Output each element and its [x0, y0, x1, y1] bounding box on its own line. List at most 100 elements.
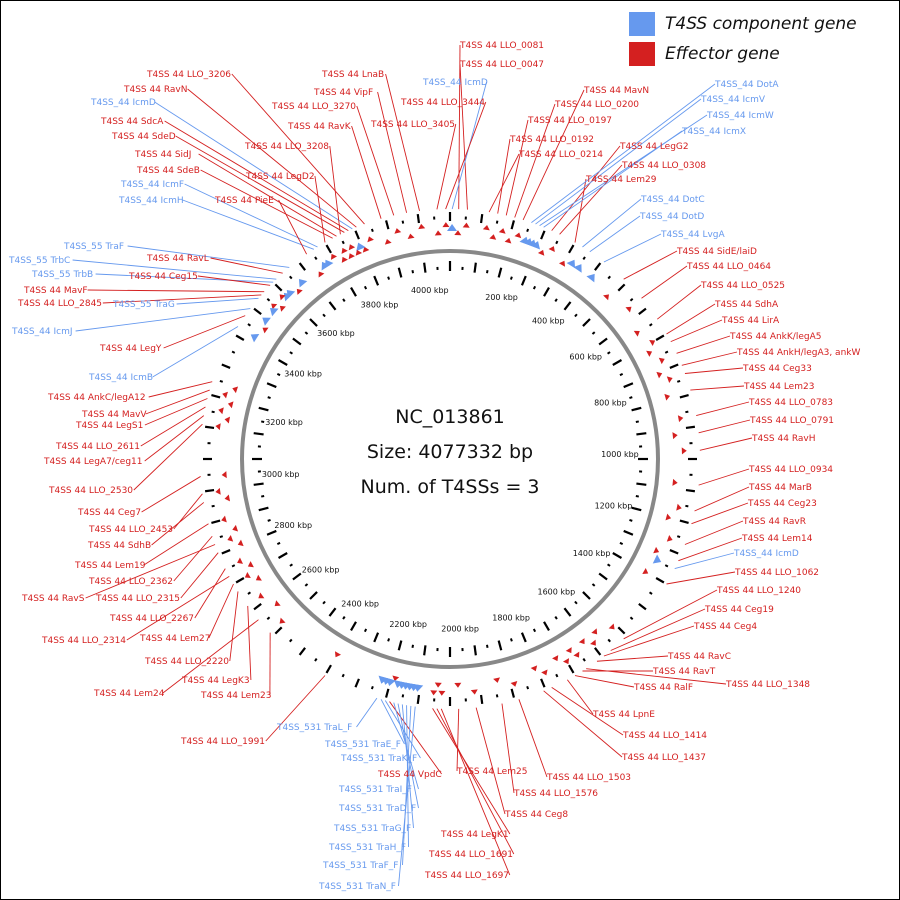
minor-tick-inner: [607, 563, 611, 567]
effector-gene-marker: [646, 350, 653, 357]
effector-gene-marker: [237, 539, 244, 547]
major-tick-outer: [325, 244, 332, 254]
effector-gene-marker: [434, 682, 442, 688]
gene-leader-line: [543, 690, 623, 758]
gene-leader-line: [488, 153, 520, 213]
effector-gene-marker: [666, 535, 673, 542]
t4ss-gene-marker: [283, 292, 293, 302]
gene-label: T4SS 44 LLO_1697: [424, 871, 509, 881]
gene-label: T4SS 44 LLO_0783: [748, 398, 833, 408]
genome-tick-label: 200 kbp: [485, 293, 518, 302]
effector-gene-marker: [279, 617, 286, 624]
minor-tick-outer: [289, 638, 293, 643]
major-tick-inner: [253, 432, 264, 436]
gene-label: T4SS_44 LvgA: [660, 230, 726, 240]
major-tick-inner: [636, 482, 647, 486]
gene-label: T4SS 44 Ceg33: [742, 364, 812, 374]
minor-tick-outer: [401, 694, 405, 698]
t4ss-count: Num. of T4SSs = 3: [361, 476, 540, 498]
major-tick-inner: [277, 359, 288, 366]
legend-item-effector: Effector gene: [629, 39, 857, 69]
gene-leader-line: [151, 502, 205, 546]
gene-label: T4SS 44 Lem23: [200, 691, 271, 701]
gene-label: T4SS 44 SidJ: [134, 150, 191, 160]
gene-leader-line: [681, 351, 738, 366]
minor-tick-outer: [582, 256, 586, 261]
major-tick-outer: [638, 603, 647, 611]
effector-gene-marker: [454, 682, 462, 688]
effector-gene-marker: [482, 225, 490, 231]
gene-leader-line: [85, 544, 216, 599]
gene-leader-line: [666, 303, 716, 335]
gene-leader-line: [95, 273, 274, 283]
genome-tick-label: 1600 kbp: [538, 588, 576, 597]
major-tick-outer: [298, 262, 306, 271]
genome-tick-label: 3200 kbp: [265, 418, 303, 427]
genome-tick-label: 800 kbp: [594, 399, 627, 408]
effector-gene-marker: [221, 515, 227, 523]
gene-label: T4SS 44 LegK3: [181, 676, 250, 686]
major-tick-outer: [655, 334, 665, 341]
gene-label: T4SS 44 LLO_3270: [271, 102, 356, 112]
gene-label: T4SS 44 LegY: [99, 344, 162, 354]
genome-tick-label: 3800 kbp: [361, 300, 399, 309]
effector-gene-marker: [407, 233, 415, 240]
major-tick-outer: [479, 694, 484, 705]
minor-tick-outer: [341, 673, 345, 678]
gene-label: T4SS 44 Ceg8: [504, 810, 568, 820]
effector-gene-marker: [348, 244, 356, 251]
effector-gene-marker: [633, 330, 640, 337]
gene-leader-line: [666, 571, 736, 585]
minor-tick-inner: [509, 638, 513, 642]
effector-gene-marker: [215, 423, 221, 431]
gene-leader-line: [356, 697, 378, 728]
minor-tick-outer: [648, 591, 653, 595]
gene-label: T4SS 44 LLO_2314: [41, 636, 126, 646]
t4ss-gene-marker: [652, 554, 662, 564]
genome-tick-label: 3400 kbp: [284, 369, 322, 378]
minor-tick-outer: [247, 323, 252, 327]
gene-label: T4SS 44 SdhB: [87, 541, 151, 551]
gene-leader-line: [194, 568, 226, 619]
gene-label: T4SS 44 LLO_3206: [146, 70, 231, 80]
gene-label: T4SS 44 SdcA: [100, 117, 164, 127]
minor-tick-inner: [619, 372, 624, 377]
minor-tick-outer: [676, 379, 681, 383]
genome-tick-label: 2800 kbp: [274, 521, 312, 530]
minor-tick-inner: [276, 541, 281, 546]
minor-tick-inner: [607, 351, 611, 355]
gene-leader-line: [152, 326, 239, 378]
legend-item-t4ss: T4SS component gene: [629, 9, 857, 39]
effector-gene-marker: [665, 513, 672, 521]
genome-tick-label: 2400 kbp: [341, 599, 379, 608]
gene-label: T4SS 44 LLO_2453: [88, 525, 173, 535]
major-tick-outer: [655, 577, 665, 584]
t4ss-gene-marker: [446, 224, 457, 232]
major-tick-outer: [594, 647, 602, 656]
major-tick-outer: [385, 220, 390, 230]
minor-tick-outer: [314, 256, 318, 261]
gene-label: T4SS 44 LLO_1062: [734, 568, 819, 578]
gene-leader-line: [102, 294, 262, 304]
genome-tick-label: 400 kbp: [532, 316, 565, 325]
gene-leader-line: [389, 701, 442, 775]
genome-tick-label: 4000 kbp: [411, 286, 449, 295]
gene-leader-line: [127, 245, 290, 268]
effector-gene-marker: [664, 393, 671, 401]
minor-tick-outer: [370, 228, 374, 233]
minor-tick-inner: [591, 331, 596, 335]
gene-label: T4SS 44 RavH: [751, 434, 816, 444]
gene-leader-line: [314, 175, 326, 243]
gene-label: T4SS 44 AnkK/legA5: [729, 332, 821, 342]
gene-label: T4SS_44 IcmD: [90, 98, 156, 108]
minor-tick-outer: [555, 673, 559, 678]
gene-label: T4SS 44 LLO_0192: [509, 135, 594, 145]
gene-label: T4SS_55 TrbB: [31, 270, 93, 280]
effector-gene-marker: [510, 681, 518, 687]
minor-tick-outer: [370, 685, 374, 690]
gene-leader-line: [684, 520, 744, 545]
gene-leader-line: [456, 708, 460, 772]
gene-leader-line: [247, 605, 252, 681]
major-tick-outer: [211, 519, 221, 524]
